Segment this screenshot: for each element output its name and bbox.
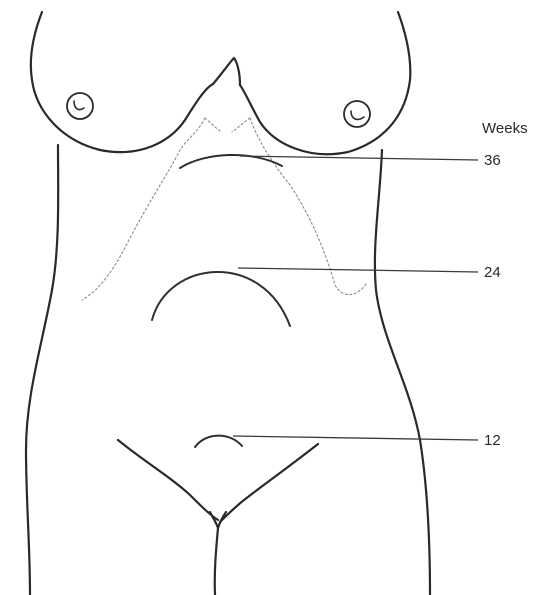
right-groin-line xyxy=(220,444,318,522)
right-nipple xyxy=(344,101,370,127)
marker-label-24: 24 xyxy=(484,264,501,281)
left-breast-outline xyxy=(31,12,213,152)
leader-line-24 xyxy=(238,268,478,272)
left-nipple-center xyxy=(74,101,84,110)
marker-label-36: 36 xyxy=(484,152,501,169)
leader-lines xyxy=(233,156,478,440)
torso-outline xyxy=(26,12,430,595)
xiphoid-right xyxy=(232,118,250,132)
left-costal-margin xyxy=(82,118,205,300)
xiphoid-left xyxy=(205,118,222,132)
right-nipple-center xyxy=(351,111,364,119)
right-flank xyxy=(375,150,430,595)
nipples xyxy=(67,93,370,127)
left-flank xyxy=(26,145,58,595)
fundal-arc-12-weeks xyxy=(195,436,242,447)
right-breast-outline xyxy=(240,12,410,154)
sternum-notch xyxy=(213,58,240,85)
left-groin-line xyxy=(118,440,218,520)
fundal-arc-24-weeks xyxy=(152,272,290,326)
weeks-heading: Weeks xyxy=(482,120,528,137)
leader-line-36 xyxy=(240,156,478,160)
fundal-arcs xyxy=(152,155,290,447)
marker-label-12: 12 xyxy=(484,432,501,449)
left-nipple xyxy=(67,93,93,119)
labels: Weeks 36 24 12 xyxy=(482,120,528,449)
leader-line-12 xyxy=(233,436,478,440)
midline-thigh-line xyxy=(215,528,218,595)
